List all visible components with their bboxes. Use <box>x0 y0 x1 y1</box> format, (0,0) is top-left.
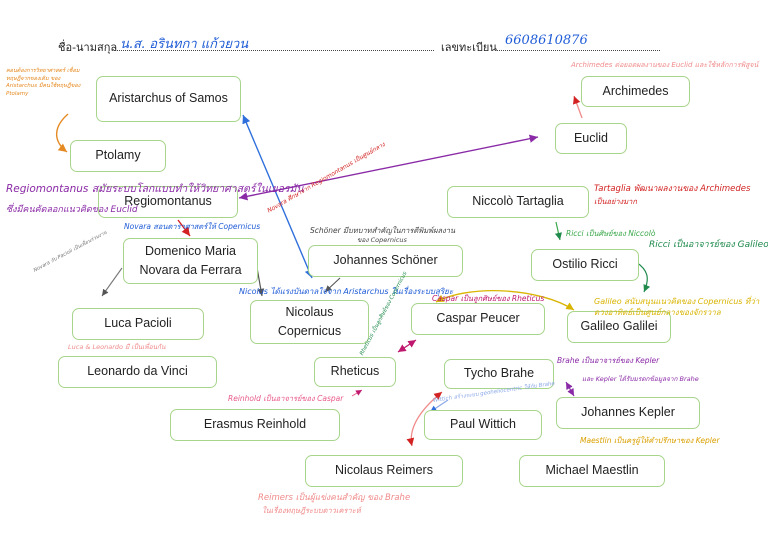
node-archimedes[interactable]: Archimedes <box>581 76 690 107</box>
id-label: เลขทะเบียน <box>441 41 497 54</box>
node-ptolamy[interactable]: Ptolamy <box>70 140 166 172</box>
node-davinci[interactable]: Leonardo da Vinci <box>58 356 217 388</box>
node-ricci[interactable]: Ostilio Ricci <box>531 249 639 281</box>
node-reinhold[interactable]: Erasmus Reinhold <box>170 409 340 441</box>
note-copernicus: Nicolus ได้แรงบันดาลใจจาก Aristarchus ใน… <box>239 287 454 296</box>
note-reimers-2: ในเรื่องทฤษฎีระบบดาวเคราะห์ <box>262 506 361 515</box>
node-brahe[interactable]: Tycho Brahe <box>444 359 554 389</box>
note-archimedes: Archimedes ต่อยอดผลงานของ Euclid และใช้ห… <box>571 61 759 69</box>
node-pacioli[interactable]: Luca Pacioli <box>72 308 204 340</box>
note-pacioli-davinci: Luca & Leonardo มี เป็นเพื่อนกัน <box>68 343 166 351</box>
node-rheticus[interactable]: Rheticus <box>314 357 396 387</box>
note-tartaglia-2: เป็นอย่างมาก <box>594 197 637 206</box>
node-regiomontanus[interactable]: Regiomontanus <box>98 186 238 218</box>
note-novara: Novara สอนดาราศาสตร์ให้ Copernicus <box>124 222 261 231</box>
note-tartaglia-1: Tartaglia พัฒนาผลงานของ Archimedes <box>594 184 751 194</box>
note-kepler-2: และ Kepler ได้รับมรดกข้อมูลจาก Brahe <box>582 375 699 383</box>
note-schoner-1: Schöner มีบทบาทสำคัญในการตีพิมพ์ผลงาน <box>310 226 456 235</box>
id-value: 6608610876 <box>505 33 588 48</box>
note-galileo-ricci: Ricci เป็นอาจารย์ของ Galileo <box>649 240 768 250</box>
node-reimers[interactable]: Nicolaus Reimers <box>305 455 463 487</box>
node-euclid[interactable]: Euclid <box>555 123 627 154</box>
note-ricci: Ricci เป็นศิษย์ของ Niccolò <box>566 229 656 238</box>
node-copernicus[interactable]: Nicolaus Copernicus <box>250 300 369 344</box>
name-value: น.ส. อรินทกา แก้วยวน <box>120 37 249 52</box>
note-reimers-1: Reimers เป็นผู้แข่งคนสำคัญ ของ Brahe <box>258 493 411 503</box>
id-underline <box>497 50 660 51</box>
node-maestlin[interactable]: Michael Maestlin <box>519 455 665 487</box>
node-tartaglia[interactable]: Niccolò Tartaglia <box>447 186 589 218</box>
name-label: ชื่อ-นามสกุล <box>58 41 118 54</box>
name-underline <box>114 50 434 51</box>
note-ptolemy: คอนต้องการวิทยาศาสตร์ เชื่อมทฤษฎีจากของเ… <box>6 68 81 98</box>
note-schoner-2: ของ Copernicus <box>357 236 407 244</box>
node-kepler[interactable]: Johannes Kepler <box>556 397 700 429</box>
note-galileo: Galileo สนับสนุนแนวคิดของ Copernicus ที่… <box>594 297 760 317</box>
note-reinhold: Reinhold เป็นอาจารย์ของ Caspar <box>228 394 344 403</box>
node-peucer[interactable]: Caspar Peucer <box>411 303 545 335</box>
node-novara[interactable]: Domenico Maria Novara da Ferrara <box>123 238 258 284</box>
note-regiomontanus-2: ซึ่งมีคนคัดลอกแนวคิดของ Euclid <box>6 205 138 215</box>
node-schoner[interactable]: Johannes Schöner <box>308 245 463 277</box>
node-wittich[interactable]: Paul Wittich <box>424 410 542 440</box>
node-galileo[interactable]: Galileo Galilei <box>567 311 671 343</box>
note-regiomontanus-1: Regiomontanus สมัยระบบโลกแบบทำให้วิทยาศา… <box>6 183 304 195</box>
note-maestlin: Maestlin เป็นครูผู้ให้คำปรึกษาของ Kepler <box>580 436 720 445</box>
note-peucer: Caspar เป็นลูกศิษย์ของ Rheticus <box>432 294 545 303</box>
note-kepler-1: Brahe เป็นอาจารย์ของ Kepler <box>557 356 660 365</box>
node-aristarchus[interactable]: Aristarchus of Samos <box>96 76 241 122</box>
